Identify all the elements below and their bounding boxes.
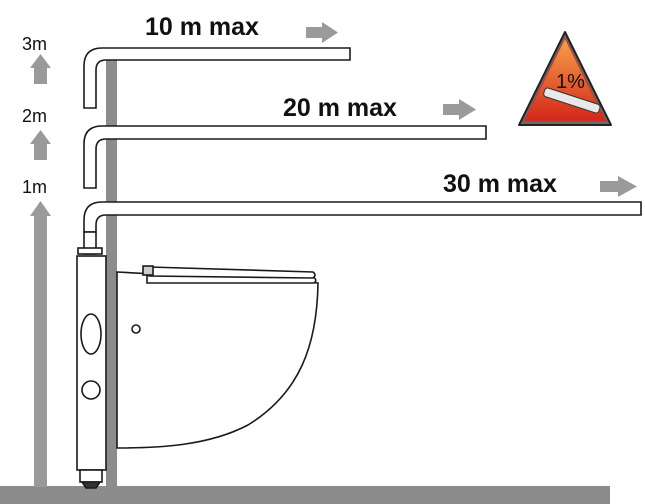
- pipe-30m: [83, 201, 642, 233]
- height-arrow-2m-shaft: [34, 142, 47, 160]
- height-arrow-1m-shaft: [34, 215, 47, 487]
- wall: [106, 58, 117, 488]
- slope-sign: 1%: [518, 31, 612, 126]
- arrow-30m: [600, 176, 637, 197]
- height-arrow-1m-head: [30, 201, 51, 216]
- cistern-body: [76, 255, 107, 471]
- toilet-hinge: [142, 265, 154, 276]
- toilet-lid: [148, 266, 316, 279]
- height-scale: [30, 54, 51, 487]
- toilet-fixing-hole: [131, 324, 141, 334]
- arrow-10m: [306, 22, 338, 43]
- arrow-20m: [443, 99, 476, 120]
- height-label-2m: 2m: [22, 106, 47, 126]
- pipe-label-10m: 10 m max: [145, 13, 259, 41]
- distance-arrows: [306, 22, 637, 197]
- height-label-3m: 3m: [22, 34, 47, 54]
- pipe-label-20m: 20 m max: [283, 94, 397, 122]
- height-arrow-3m-shaft: [34, 66, 47, 84]
- pipe-10m: [83, 47, 351, 109]
- cistern-outlet-hole: [81, 380, 101, 400]
- cistern-flush-hole: [80, 313, 102, 355]
- floor: [0, 486, 610, 504]
- height-arrow-2m-head: [30, 130, 51, 144]
- pipe-label-30m: 30 m max: [443, 170, 557, 198]
- cistern-foot: [80, 481, 102, 489]
- wall-hung-toilet: [116, 265, 319, 449]
- height-arrow-3m-head: [30, 54, 51, 68]
- pipe-20m: [83, 125, 487, 189]
- height-label-1m: 1m: [22, 177, 47, 197]
- slope-pipe-icon: [543, 87, 601, 114]
- slope-label: 1%: [556, 71, 585, 93]
- toilet-bowl: [116, 271, 319, 449]
- cistern-frame: [76, 231, 107, 489]
